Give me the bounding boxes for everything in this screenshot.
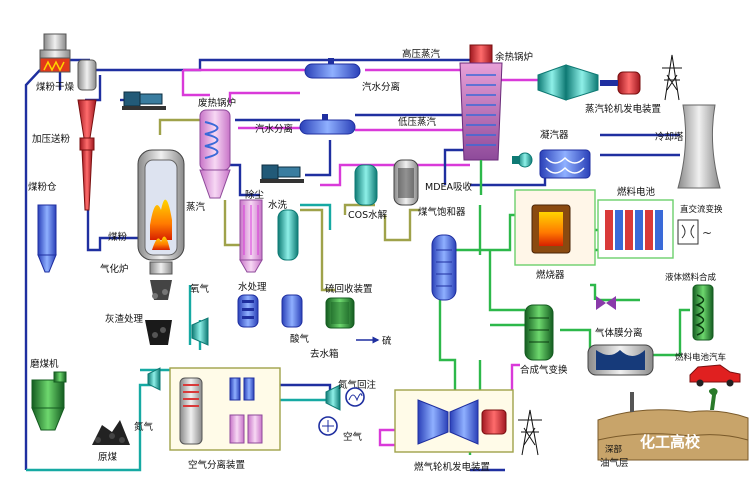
condensate-pump	[512, 152, 533, 168]
gas-turbine-gen-label: 燃气轮机发电装置	[414, 461, 490, 473]
coal-mill	[31, 371, 67, 431]
raw-coal-label: 原煤	[98, 451, 118, 463]
fuel-cell	[605, 210, 663, 250]
steam-separator-1	[304, 58, 361, 79]
air-compressor-left	[147, 367, 161, 391]
coal-mill-label: 磨煤机	[30, 358, 59, 370]
deep-label: 深部	[605, 444, 623, 455]
cooling-tower-label: 冷却塔	[655, 131, 684, 143]
syngas-shift	[524, 304, 554, 361]
fuel-cell-car-label: 燃料电池汽车	[675, 352, 726, 363]
burner-label: 燃烧器	[536, 269, 565, 281]
reservoir	[597, 388, 749, 461]
oxygen-label: 氧气	[190, 283, 210, 295]
dust-removal-label: 除尘	[245, 189, 265, 201]
air-label: 空气	[343, 431, 363, 443]
dc-ac-label: 直交流变换	[680, 204, 723, 215]
slag-treatment	[145, 280, 172, 345]
air-separation-label: 空气分离装置	[188, 459, 245, 471]
watermark: 化工高校	[640, 433, 701, 451]
mdea-label: MDEA吸收	[425, 181, 473, 193]
dust-remover	[239, 199, 263, 273]
hp-steam-label: 高压蒸汽	[402, 48, 441, 60]
coal-powder-label: 煤粉	[108, 231, 128, 243]
heat-exchanger-bottom	[345, 387, 365, 407]
nitrogen-left-label: 氮气	[134, 421, 154, 433]
sulfur-label: 硫	[382, 335, 392, 347]
gasifier	[137, 149, 185, 275]
fuel-cell-label: 燃料电池	[617, 186, 656, 198]
air-fan	[318, 416, 338, 436]
steam-separator-2	[299, 114, 356, 135]
pressurized-feed	[77, 59, 97, 211]
coal-dryer	[39, 33, 71, 73]
acid-gas-label: 酸气	[290, 333, 310, 345]
hrsg	[459, 44, 503, 195]
steam-in-label: 蒸汽	[186, 201, 206, 213]
waste-heat-boiler	[199, 109, 231, 199]
slag-treatment-label: 灰渣处理	[105, 313, 144, 325]
water-wash-label: 水洗	[268, 199, 288, 211]
membrane-valve	[596, 296, 616, 310]
steam-turbine	[537, 64, 641, 101]
gas-membrane-separator	[587, 344, 654, 376]
pump-top-left	[122, 91, 166, 110]
gas-membrane-label: 气体膜分离	[595, 327, 643, 339]
power-pylon-bottom	[518, 409, 542, 456]
coal-bin	[37, 204, 57, 273]
cos-hydrolysis-label: COS水解	[348, 209, 388, 221]
pressurized-feed-label: 加压送粉	[32, 133, 71, 145]
syngas-shift-label: 合成气变换	[520, 364, 568, 376]
gasifier-label: 气化炉	[100, 263, 129, 275]
waste-heat-boiler-label: 废热锅炉	[198, 97, 236, 109]
gas-turbine	[417, 399, 507, 445]
fuel-cell-car	[689, 364, 741, 387]
dc-ac-converter: ~	[677, 219, 712, 245]
pump-mid	[260, 164, 304, 183]
oxygen-compressor	[191, 317, 209, 346]
water-treatment-label: 水处理	[238, 281, 267, 293]
water-wash	[277, 209, 299, 261]
air-separation-unit	[179, 377, 263, 445]
to-water-tank-label: 去水箱	[310, 348, 339, 360]
coal-bin-label: 煤粉仓	[28, 181, 57, 193]
gas-saturator-label: 煤气饱和器	[418, 206, 466, 218]
nitrogen-injection-label: 氮气回注	[338, 379, 377, 391]
raw-coal-pile	[92, 420, 130, 445]
reservoir-label: 油气层	[600, 457, 629, 469]
gas-saturator	[431, 234, 457, 301]
cooling-tower	[677, 104, 721, 189]
steam-turbine-gen-label: 蒸汽轮机发电装置	[585, 103, 661, 115]
cos-hydrolysis	[354, 159, 419, 206]
condenser	[539, 149, 591, 179]
hrsg-label: 余热锅炉	[495, 51, 533, 63]
water-treatment	[237, 294, 303, 328]
sulfur-recovery-label: 硫回收装置	[325, 283, 373, 295]
condenser-label: 凝汽器	[540, 129, 569, 141]
liquid-fuel-synthesis	[692, 284, 714, 341]
steam-separator-1-label: 汽水分离	[362, 81, 400, 93]
burner	[531, 204, 571, 254]
coal-dryer-label: 煤粉干燥	[36, 81, 75, 93]
liquid-fuel-label: 液体燃料合成	[665, 272, 717, 283]
power-pylon-top	[662, 54, 682, 101]
sulfur-recovery	[325, 297, 355, 329]
lp-steam-label: 低压蒸汽	[398, 116, 437, 128]
svg-text:~: ~	[702, 226, 712, 240]
steam-separator-2-label: 汽水分离	[255, 123, 293, 135]
nitrogen-compressor	[325, 384, 341, 411]
